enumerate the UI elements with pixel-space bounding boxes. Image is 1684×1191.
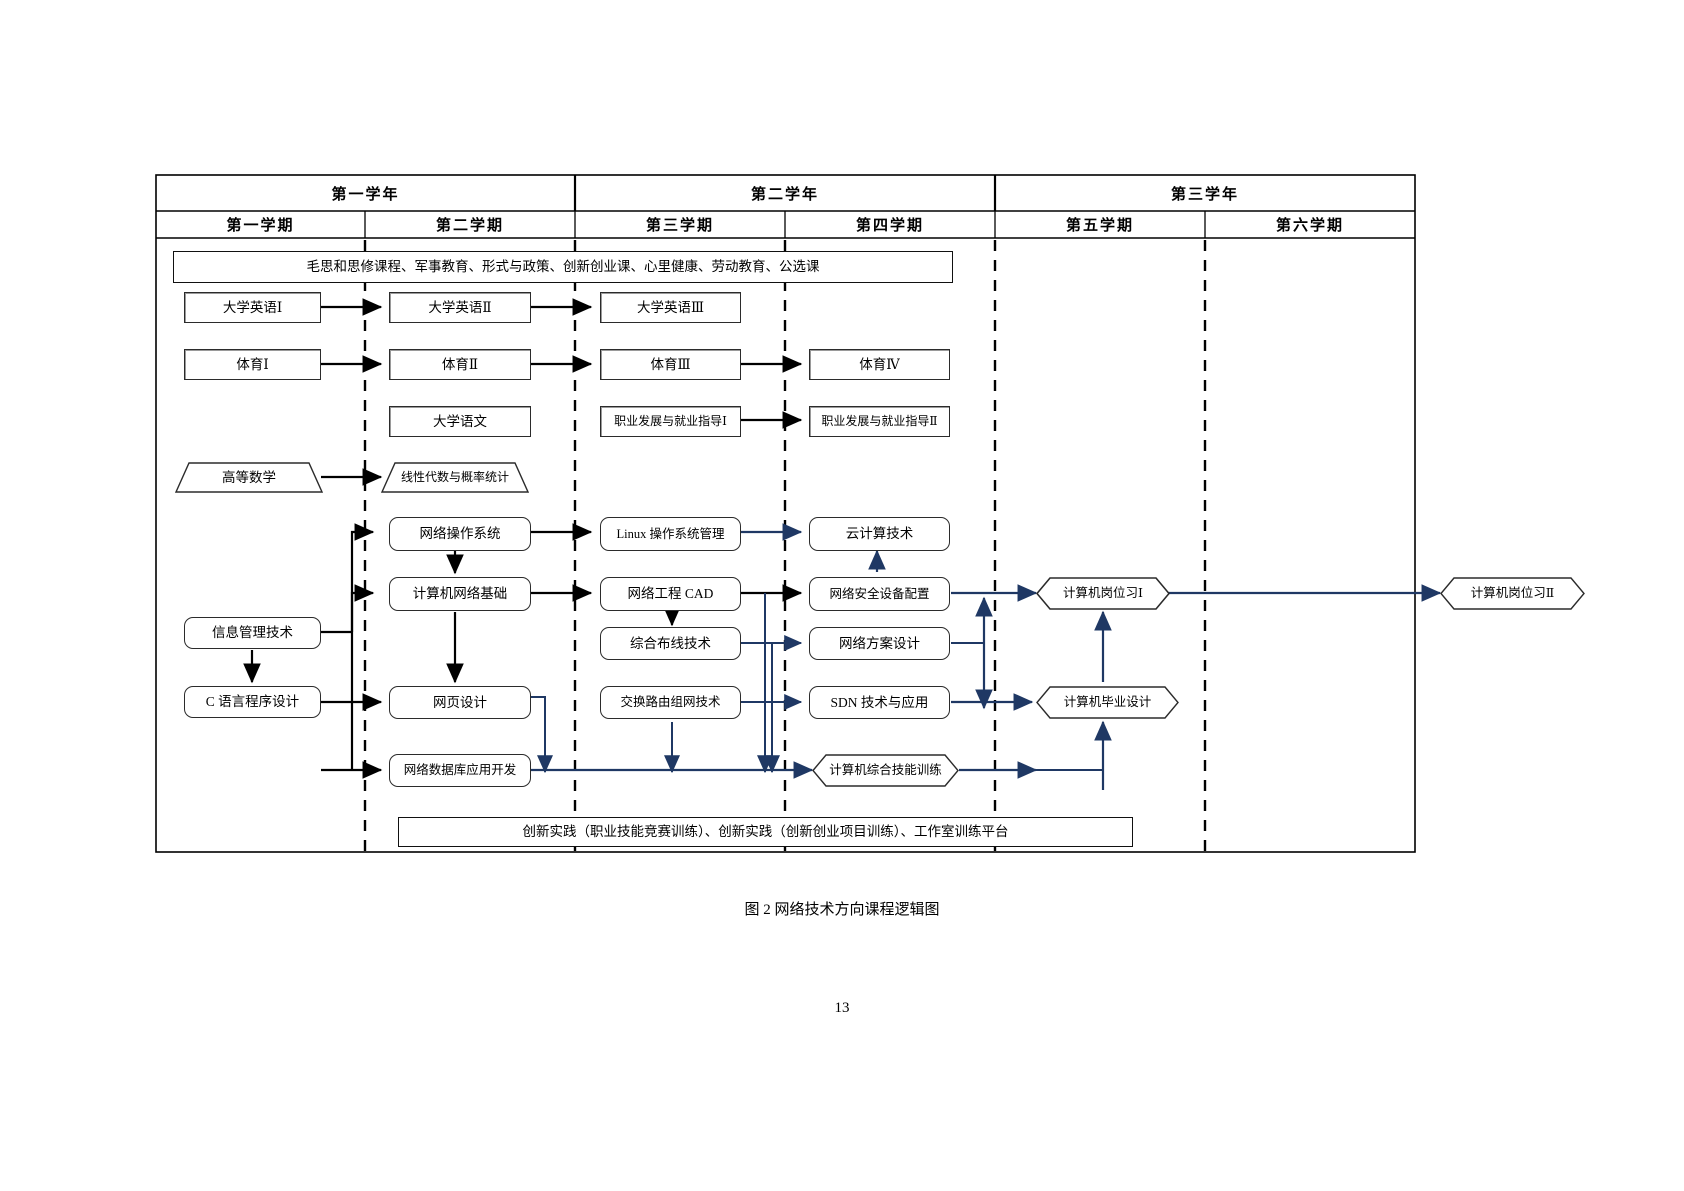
- course-structured-cabling: 综合布线技术: [600, 627, 741, 660]
- course-label: 计算机毕业设计: [1063, 695, 1152, 710]
- hexagon-shape: [812, 754, 959, 787]
- course-label: 体育Ⅰ: [236, 356, 269, 372]
- course-english-1: 大学英语Ⅰ: [184, 292, 321, 323]
- course-label: 体育Ⅱ: [441, 356, 479, 372]
- course-label: 大学英语Ⅲ: [636, 299, 705, 315]
- course-label: 计算机网络基础: [412, 586, 508, 602]
- term-4-label: 第四学期: [855, 218, 924, 234]
- course-pe-2: 体育Ⅱ: [389, 349, 531, 380]
- course-label: 计算机岗位习Ⅰ: [1063, 586, 1143, 601]
- course-pe-3: 体育Ⅲ: [600, 349, 741, 380]
- header-term-3: 第三学期: [575, 211, 785, 238]
- course-web-design: 网页设计: [389, 686, 531, 719]
- course-career-guidance-2: 职业发展与就业指导Ⅱ: [809, 406, 950, 437]
- course-label: 云计算技术: [845, 526, 914, 542]
- course-label: C 语言程序设计: [205, 694, 300, 710]
- course-label: 体育Ⅲ: [650, 356, 691, 372]
- course-label: 职业发展与就业指导Ⅰ: [614, 413, 727, 428]
- course-cloud-computing: 云计算技术: [809, 517, 950, 551]
- course-label: 线性代数与概率统计: [400, 469, 509, 484]
- header-term-1: 第一学期: [156, 211, 365, 238]
- term-2-label: 第二学期: [435, 218, 504, 234]
- course-switching-routing-networking: 交换路由组网技术: [600, 686, 741, 719]
- course-label: 体育Ⅳ: [859, 356, 900, 372]
- course-english-2: 大学英语Ⅱ: [389, 292, 531, 323]
- trapezoid-shape: [175, 462, 323, 493]
- course-information-management-technology: 信息管理技术: [184, 617, 321, 649]
- figure-caption-text: 图 2 网络技术方向课程逻辑图: [744, 902, 940, 918]
- course-label: 网络安全设备配置: [829, 586, 930, 601]
- year-2-label: 第二学年: [750, 186, 819, 203]
- course-label: 网络操作系统: [419, 526, 501, 542]
- course-network-operating-system: 网络操作系统: [389, 517, 531, 551]
- header-term-5: 第五学期: [995, 211, 1205, 238]
- course-network-cad: 网络工程 CAD: [600, 577, 741, 611]
- bottom-banner-label: 创新实践（职业技能竞赛训练）、创新实践（创新创业项目训练）、工作室训练平台: [522, 824, 1009, 840]
- course-college-chinese: 大学语文: [389, 406, 531, 437]
- trapezoid-shape: [381, 462, 529, 493]
- hexagon-shape: [1036, 686, 1179, 719]
- header-year-2: 第二学年: [575, 175, 995, 211]
- course-label: 网页设计: [433, 694, 487, 710]
- header-year-1: 第一学年: [156, 175, 575, 211]
- course-higher-math: 高等数学: [175, 462, 323, 493]
- practice-internship-2: 计算机岗位习Ⅱ: [1440, 577, 1585, 610]
- course-network-basics: 计算机网络基础: [389, 577, 531, 611]
- term-5-label: 第五学期: [1065, 218, 1134, 234]
- term-3-label: 第三学期: [645, 218, 714, 234]
- course-label: 大学英语Ⅰ: [222, 299, 283, 315]
- page-number-text: 13: [834, 1000, 850, 1016]
- header-term-2: 第二学期: [365, 211, 575, 238]
- course-label: 网络工程 CAD: [627, 586, 714, 602]
- course-label: 网络方案设计: [839, 635, 920, 651]
- course-linear-algebra-probability: 线性代数与概率统计: [381, 462, 529, 493]
- hexagon-shape: [1036, 577, 1170, 610]
- hexagon-shape: [1440, 577, 1585, 610]
- course-label: 职业发展与就业指导Ⅱ: [821, 413, 938, 428]
- course-label: 综合布线技术: [630, 635, 711, 651]
- course-pe-1: 体育Ⅰ: [184, 349, 321, 380]
- course-network-security-device-config: 网络安全设备配置: [809, 577, 950, 611]
- course-label: 计算机岗位习Ⅱ: [1470, 586, 1555, 601]
- course-network-solution-design: 网络方案设计: [809, 627, 950, 660]
- header-term-4: 第四学期: [785, 211, 995, 238]
- course-label: 网络数据库应用开发: [403, 763, 517, 778]
- practice-comprehensive-skill-training: 计算机综合技能训练: [812, 754, 959, 787]
- term-6-label: 第六学期: [1275, 218, 1344, 234]
- course-linux-administration: Linux 操作系统管理: [600, 517, 741, 551]
- figure-caption: 图 2 网络技术方向课程逻辑图: [0, 898, 1684, 919]
- course-label: SDN 技术与应用: [830, 694, 929, 710]
- header-term-6: 第六学期: [1205, 211, 1415, 238]
- course-label: 信息管理技术: [212, 625, 293, 641]
- top-banner-general-education: 毛思和思修课程、军事教育、形式与政策、创新创业课、心里健康、劳动教育、公选课: [173, 251, 953, 283]
- page-number: 13: [0, 1000, 1684, 1017]
- course-c-language-programming: C 语言程序设计: [184, 686, 321, 718]
- course-label: 大学英语Ⅱ: [428, 299, 492, 315]
- practice-internship-1: 计算机岗位习Ⅰ: [1036, 577, 1170, 610]
- year-3-label: 第三学年: [1170, 186, 1239, 203]
- course-pe-4: 体育Ⅳ: [809, 349, 950, 380]
- course-label: 大学语文: [433, 413, 487, 429]
- course-career-guidance-1: 职业发展与就业指导Ⅰ: [600, 406, 741, 437]
- year-1-label: 第一学年: [331, 186, 400, 203]
- bottom-banner-innovation-practice: 创新实践（职业技能竞赛训练）、创新实践（创新创业项目训练）、工作室训练平台: [398, 817, 1133, 847]
- course-label: 高等数学: [222, 469, 276, 485]
- course-sdn-technology-application: SDN 技术与应用: [809, 686, 950, 719]
- course-label: 计算机综合技能训练: [829, 763, 942, 778]
- course-english-3: 大学英语Ⅲ: [600, 292, 741, 323]
- term-1-label: 第一学期: [226, 218, 295, 234]
- top-banner-label: 毛思和思修课程、军事教育、形式与政策、创新创业课、心里健康、劳动教育、公选课: [306, 259, 820, 275]
- course-network-database-application-development: 网络数据库应用开发: [389, 754, 531, 787]
- practice-graduation-project: 计算机毕业设计: [1036, 686, 1179, 719]
- course-label: Linux 操作系统管理: [616, 526, 725, 541]
- course-label: 交换路由组网技术: [620, 695, 721, 710]
- header-year-3: 第三学年: [995, 175, 1415, 211]
